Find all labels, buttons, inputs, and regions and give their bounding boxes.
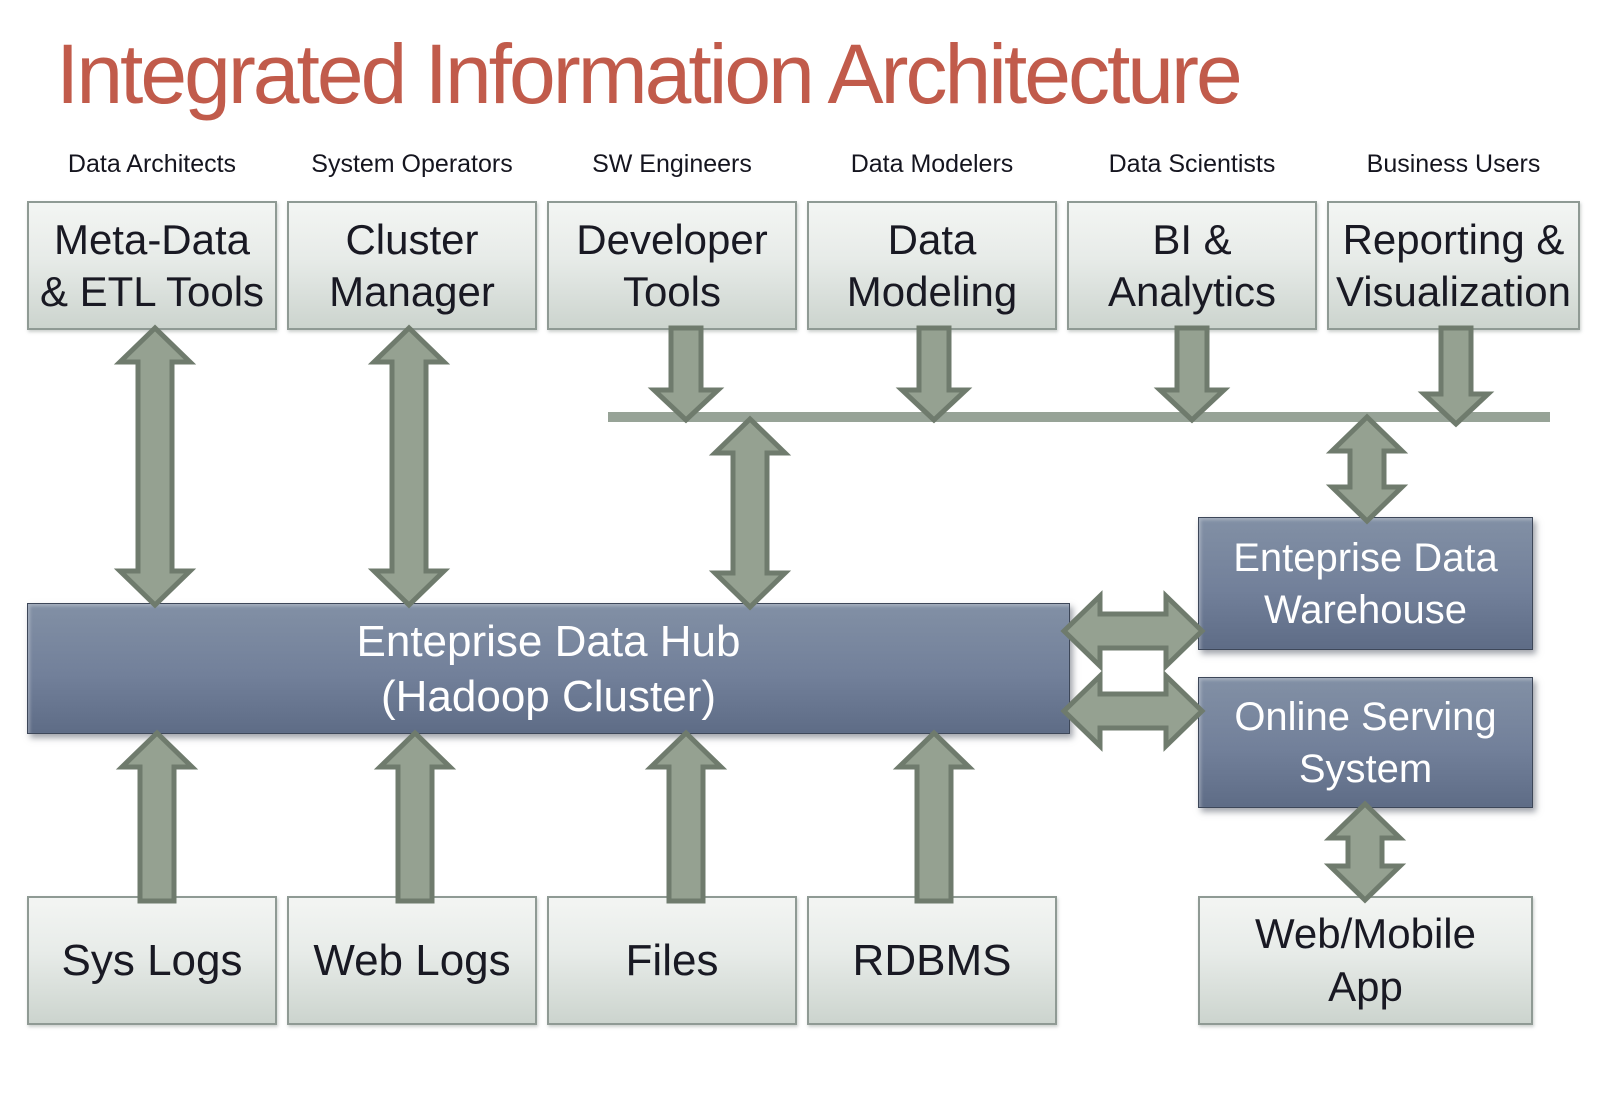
- box-label: Files: [625, 935, 719, 985]
- box-label: Reporting & Visualization: [1335, 216, 1572, 315]
- box-bi-analytics: BI & Analytics: [1067, 201, 1317, 330]
- box-meta-data-etl-tools: Meta-Data & ETL Tools: [27, 201, 277, 330]
- arrow-rdbms-to-hub-icon: [892, 729, 976, 904]
- arrow-cluster-manager-to-hub-icon: [367, 324, 451, 609]
- box-web-logs: Web Logs: [287, 896, 537, 1025]
- box-files: Files: [547, 896, 797, 1025]
- arrow-web-logs-to-hub-icon: [373, 729, 457, 904]
- box-label: Enteprise Data Hub (Hadoop Cluster): [356, 616, 741, 721]
- arrow-developer-tools-to-bus-icon: [647, 325, 725, 424]
- persona-label-sw-engineers: SW Engineers: [592, 150, 752, 178]
- box-label: Cluster Manager: [329, 216, 495, 315]
- box-cluster-manager: Cluster Manager: [287, 201, 537, 330]
- arrow-sys-logs-to-hub-icon: [115, 729, 199, 904]
- persona-label-data-architects: Data Architects: [67, 150, 237, 178]
- integration-bus-line: [608, 412, 1550, 422]
- box-online-serving-system: Online Serving System: [1198, 677, 1533, 808]
- arrow-hub-to-serving-icon: [1060, 670, 1206, 752]
- box-reporting-visualization: Reporting & Visualization: [1327, 201, 1580, 330]
- box-sys-logs: Sys Logs: [27, 896, 277, 1025]
- box-rdbms: RDBMS: [807, 896, 1057, 1025]
- box-enterprise-data-warehouse: Enteprise Data Warehouse: [1198, 517, 1533, 650]
- arrow-bi-analytics-to-bus-icon: [1153, 325, 1231, 424]
- page-title: Integrated Information Architecture: [56, 27, 1243, 121]
- box-developer-tools: Developer Tools: [547, 201, 797, 330]
- box-label: Enteprise Data Warehouse: [1233, 535, 1498, 632]
- arrow-hub-to-warehouse-icon: [1060, 590, 1206, 672]
- box-label: Web/Mobile App: [1255, 910, 1476, 1010]
- box-enterprise-data-hub: Enteprise Data Hub (Hadoop Cluster): [27, 603, 1070, 734]
- box-label: RDBMS: [852, 935, 1012, 985]
- box-label: Data Modeling: [846, 216, 1018, 315]
- arrow-files-to-hub-icon: [644, 729, 728, 904]
- box-data-modeling: Data Modeling: [807, 201, 1057, 330]
- box-label: BI & Analytics: [1107, 216, 1277, 315]
- arrow-bus-to-hub-icon: [708, 415, 792, 611]
- box-label: Online Serving System: [1234, 694, 1497, 791]
- box-web-mobile-app: Web/Mobile App: [1198, 896, 1533, 1025]
- arrow-serving-to-webapp-icon: [1323, 800, 1407, 904]
- box-label: Sys Logs: [61, 935, 243, 985]
- box-label: Meta-Data & ETL Tools: [39, 216, 265, 315]
- arrow-reporting-to-bus-icon: [1417, 325, 1495, 428]
- persona-label-data-modelers: Data Modelers: [850, 150, 1014, 178]
- box-label: Developer Tools: [576, 216, 768, 315]
- persona-label-system-operators: System Operators: [311, 150, 513, 178]
- arrow-data-modeling-to-bus-icon: [895, 325, 973, 424]
- persona-label-business-users: Business Users: [1366, 150, 1541, 178]
- arrow-metadata-to-hub-icon: [113, 324, 197, 609]
- arrow-bus-to-warehouse-icon: [1325, 413, 1409, 525]
- box-label: Web Logs: [313, 935, 511, 985]
- persona-label-data-scientists: Data Scientists: [1108, 150, 1276, 178]
